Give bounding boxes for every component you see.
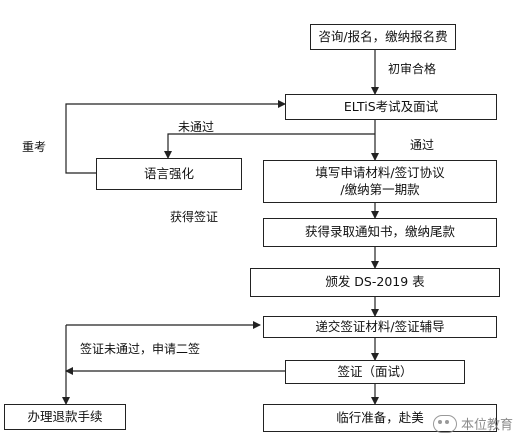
node-ds2019: 颁发 DS-2019 表 bbox=[250, 268, 500, 297]
label-got-visa: 获得签证 bbox=[170, 210, 219, 224]
label-preliminary-pass: 初审合格 bbox=[388, 62, 437, 76]
label-retake: 重考 bbox=[22, 140, 47, 154]
label-passed: 通过 bbox=[410, 138, 435, 152]
node-depart: 临行准备，赴美 bbox=[263, 404, 497, 432]
arrow-eltis-to-language bbox=[164, 133, 375, 159]
arrow-retake-loop bbox=[65, 100, 286, 174]
node-consult: 咨询/报名，缴纳报名费 bbox=[310, 24, 456, 50]
node-language: 语言强化 bbox=[96, 158, 242, 190]
watermark-text: 本位教育 bbox=[460, 418, 513, 433]
watermark: 本位教育 bbox=[432, 414, 513, 433]
node-apply: 填写申请材料/签订协议 /缴纳第一期款 bbox=[263, 160, 497, 203]
node-refund: 办理退款手续 bbox=[4, 404, 126, 430]
node-submit: 递交签证材料/签证辅导 bbox=[263, 316, 497, 338]
node-eltis: ELTiS考试及面试 bbox=[285, 94, 497, 120]
node-visa: 签证（面试） bbox=[285, 360, 465, 384]
wechat-icon bbox=[432, 414, 457, 433]
node-admission: 获得录取通知书，缴纳尾款 bbox=[263, 218, 497, 247]
label-visa-denied: 签证未通过，申请二签 bbox=[80, 342, 201, 356]
label-failed: 未通过 bbox=[178, 120, 215, 134]
